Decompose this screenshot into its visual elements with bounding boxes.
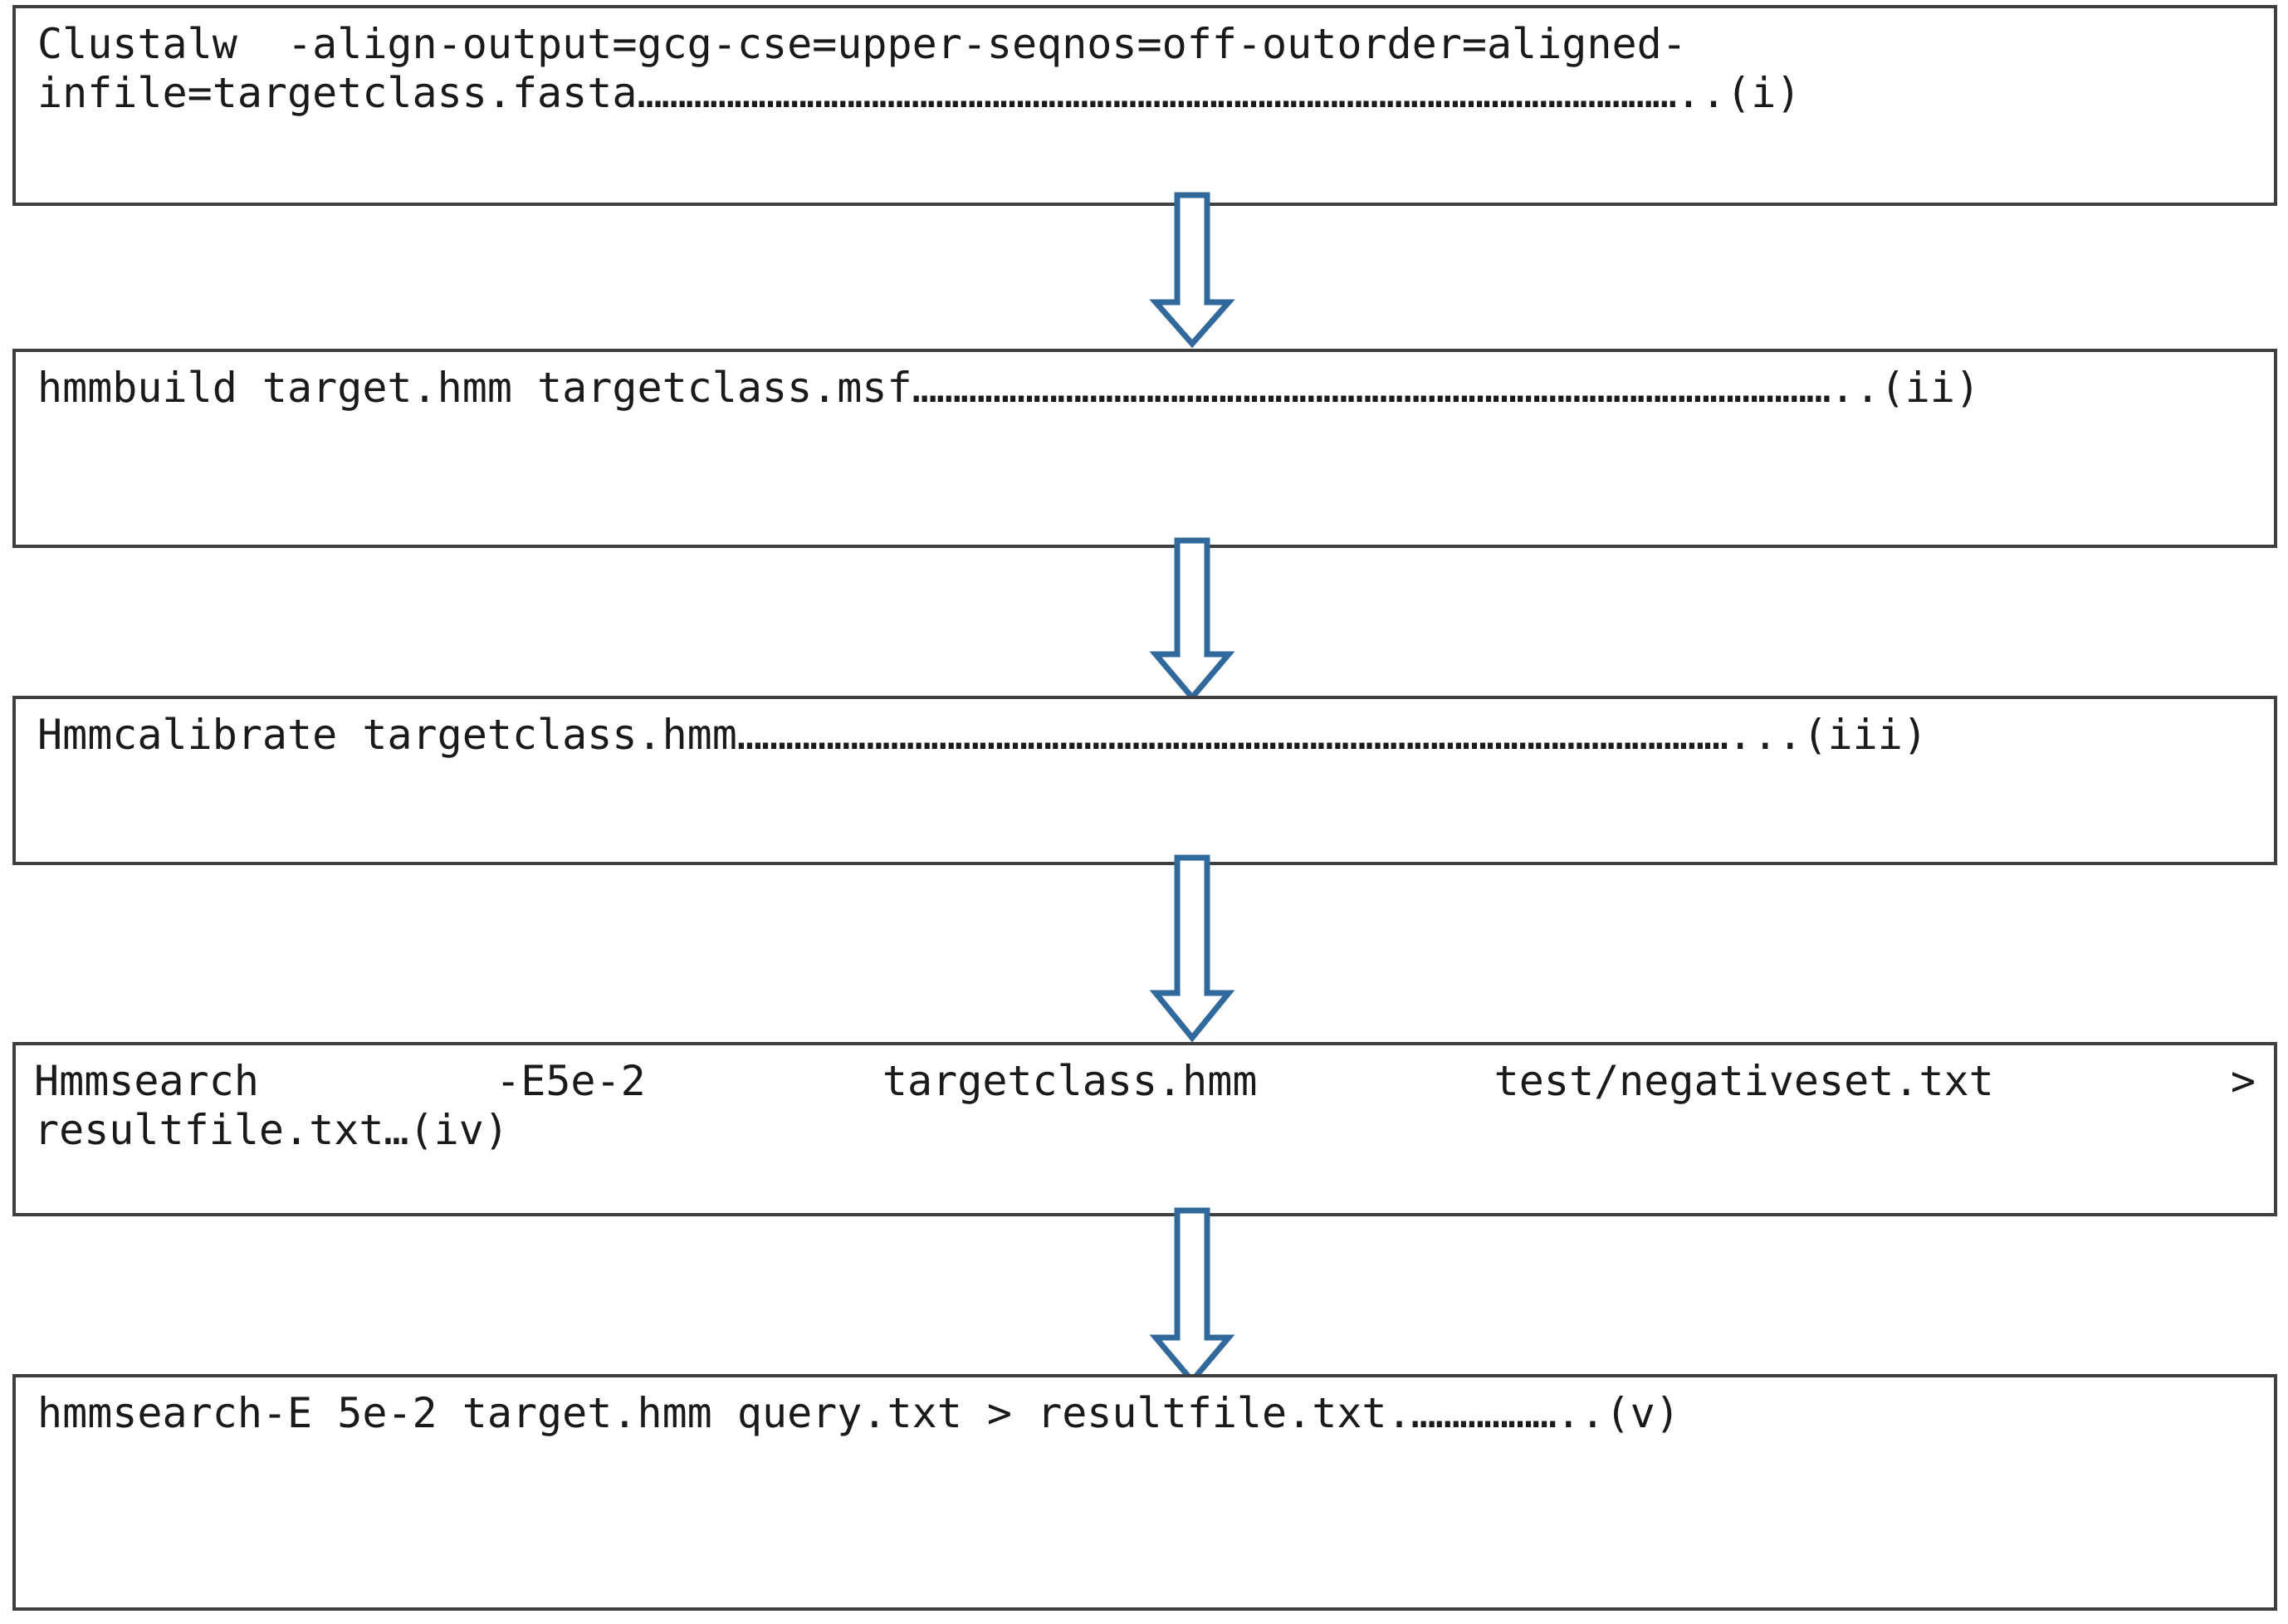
dot-leader: …………………………………………………………………………………………………………… <box>637 69 1676 117</box>
command-text: Hmmcalibrate targetclass.hmm <box>37 711 737 759</box>
command-line-2: infile=targetclass.fasta…………………………………………… <box>37 69 2252 118</box>
step-label: .(v) <box>1580 1389 1680 1437</box>
down-arrow-icon <box>1149 537 1235 702</box>
command-box-step-iv: Hmmsearch -E5e-2 targetclass.hmm test/ne… <box>12 1042 2277 1216</box>
dot-leader: .………………. <box>1386 1389 1582 1437</box>
command-line-1: Clustalw -align-output=gcg-cse=upper-seq… <box>37 20 1687 68</box>
command-line-1: hmmsearch-E 5e-2 target.hmm query.txt > … <box>37 1389 2252 1438</box>
command-line-2: resultfile.txt…(iv) <box>34 1106 509 1154</box>
command-box-step-v: hmmsearch-E 5e-2 target.hmm query.txt > … <box>12 1374 2277 1611</box>
command-line-1: Hmmcalibrate targetclass.hmm………………………………… <box>37 711 2252 760</box>
arrow-iii-to-iv <box>1149 854 1235 1043</box>
step-label: ...(iii) <box>1728 711 1928 759</box>
command-line-1: hmmbuild target.hmm targetclass.msf……………… <box>37 364 2252 413</box>
down-arrow-icon <box>1149 854 1235 1043</box>
command-box-step-iii: Hmmcalibrate targetclass.hmm………………………………… <box>12 696 2277 865</box>
step-label: ..(i) <box>1675 69 1802 117</box>
dot-leader: …………………………………………………………………………………………………… <box>912 364 1831 412</box>
step-label: ..(ii) <box>1830 364 1981 412</box>
command-line-1: Hmmsearch -E5e-2 targetclass.hmm test/ne… <box>34 1057 2256 1105</box>
arrow-iv-to-v <box>1149 1207 1235 1386</box>
command-text: hmmsearch-E 5e-2 target.hmm query.txt > … <box>37 1389 1387 1437</box>
command-box-step-ii: hmmbuild target.hmm targetclass.msf……………… <box>12 349 2277 548</box>
down-arrow-icon <box>1149 1207 1235 1386</box>
command-text: hmmbuild target.hmm targetclass.msf <box>37 364 912 412</box>
dot-leader: …………………………………………………………………………………………………………… <box>736 711 1728 759</box>
command-text: infile=targetclass.fasta <box>37 69 638 117</box>
arrow-i-to-ii <box>1149 192 1235 349</box>
command-box-step-i: Clustalw -align-output=gcg-cse=upper-seq… <box>12 5 2277 206</box>
down-arrow-icon <box>1149 192 1235 349</box>
arrow-ii-to-iii <box>1149 537 1235 702</box>
